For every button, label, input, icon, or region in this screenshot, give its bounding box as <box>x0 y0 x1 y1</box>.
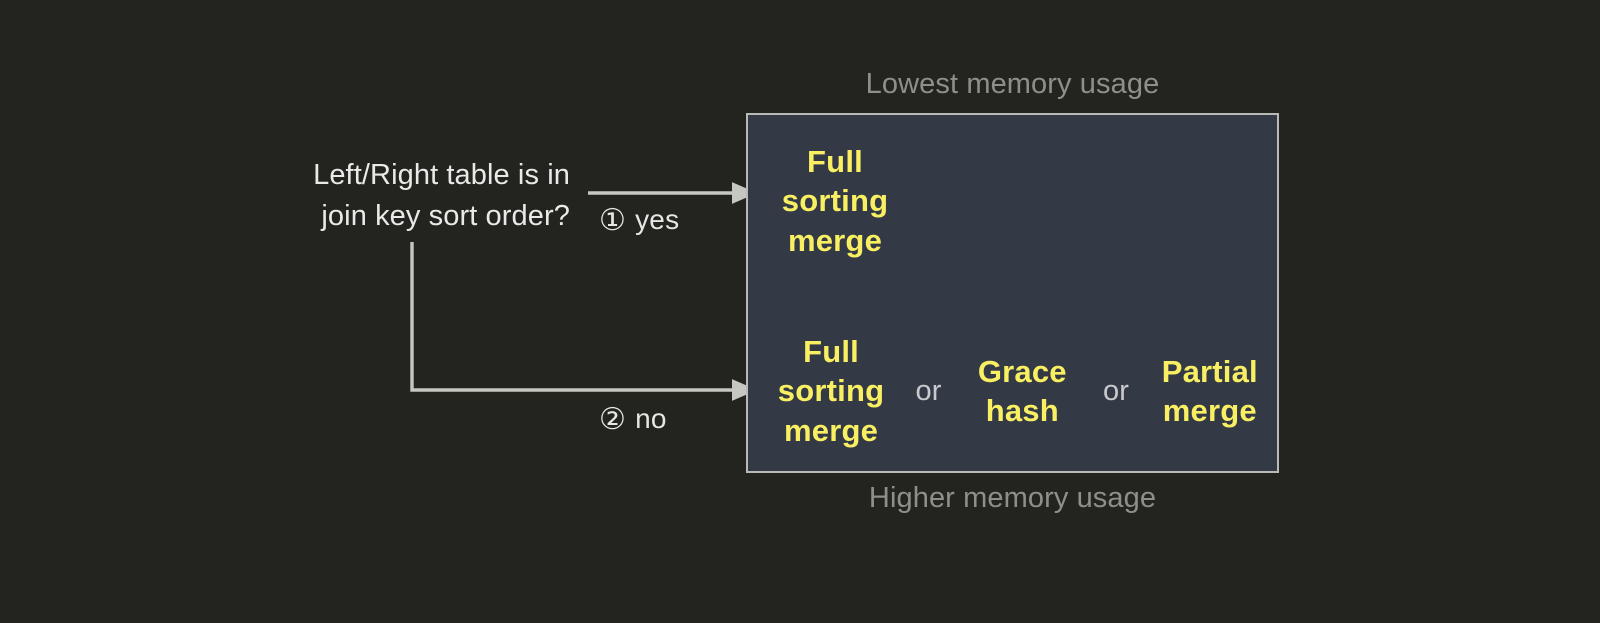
caption-lowest-memory-usage: Lowest memory usage <box>865 68 1160 100</box>
arrow-branch-no <box>410 242 758 401</box>
circled-number-1-icon: ① <box>599 204 627 237</box>
option-grace-hash: Grace hash <box>977 353 1067 428</box>
option-full-sorting-merge: Full sorting merge <box>781 144 889 258</box>
branch-no-text: no <box>635 403 667 434</box>
decision-question: Left/Right table is in join key sort ord… <box>313 159 570 233</box>
circled-number-2-icon: ② <box>599 403 627 436</box>
branch-label-no: ② no <box>599 402 667 437</box>
caption-higher-memory-usage: Higher memory usage <box>868 482 1157 514</box>
tier-higher-memory: Full sorting merge or Grace hash or Part… <box>748 323 1277 459</box>
branch-yes-text: yes <box>635 204 680 235</box>
option-partial-merge: Partial merge <box>1161 353 1258 428</box>
option-full-sorting-merge: Full sorting merge <box>777 334 885 448</box>
branch-label-yes: ① yes <box>599 203 679 238</box>
separator-or: or <box>1102 374 1130 407</box>
tier-lowest-memory: Full sorting merge <box>748 131 1277 271</box>
separator-or: or <box>915 374 942 407</box>
results-box: Full sorting merge Full sorting merge or… <box>746 113 1279 473</box>
